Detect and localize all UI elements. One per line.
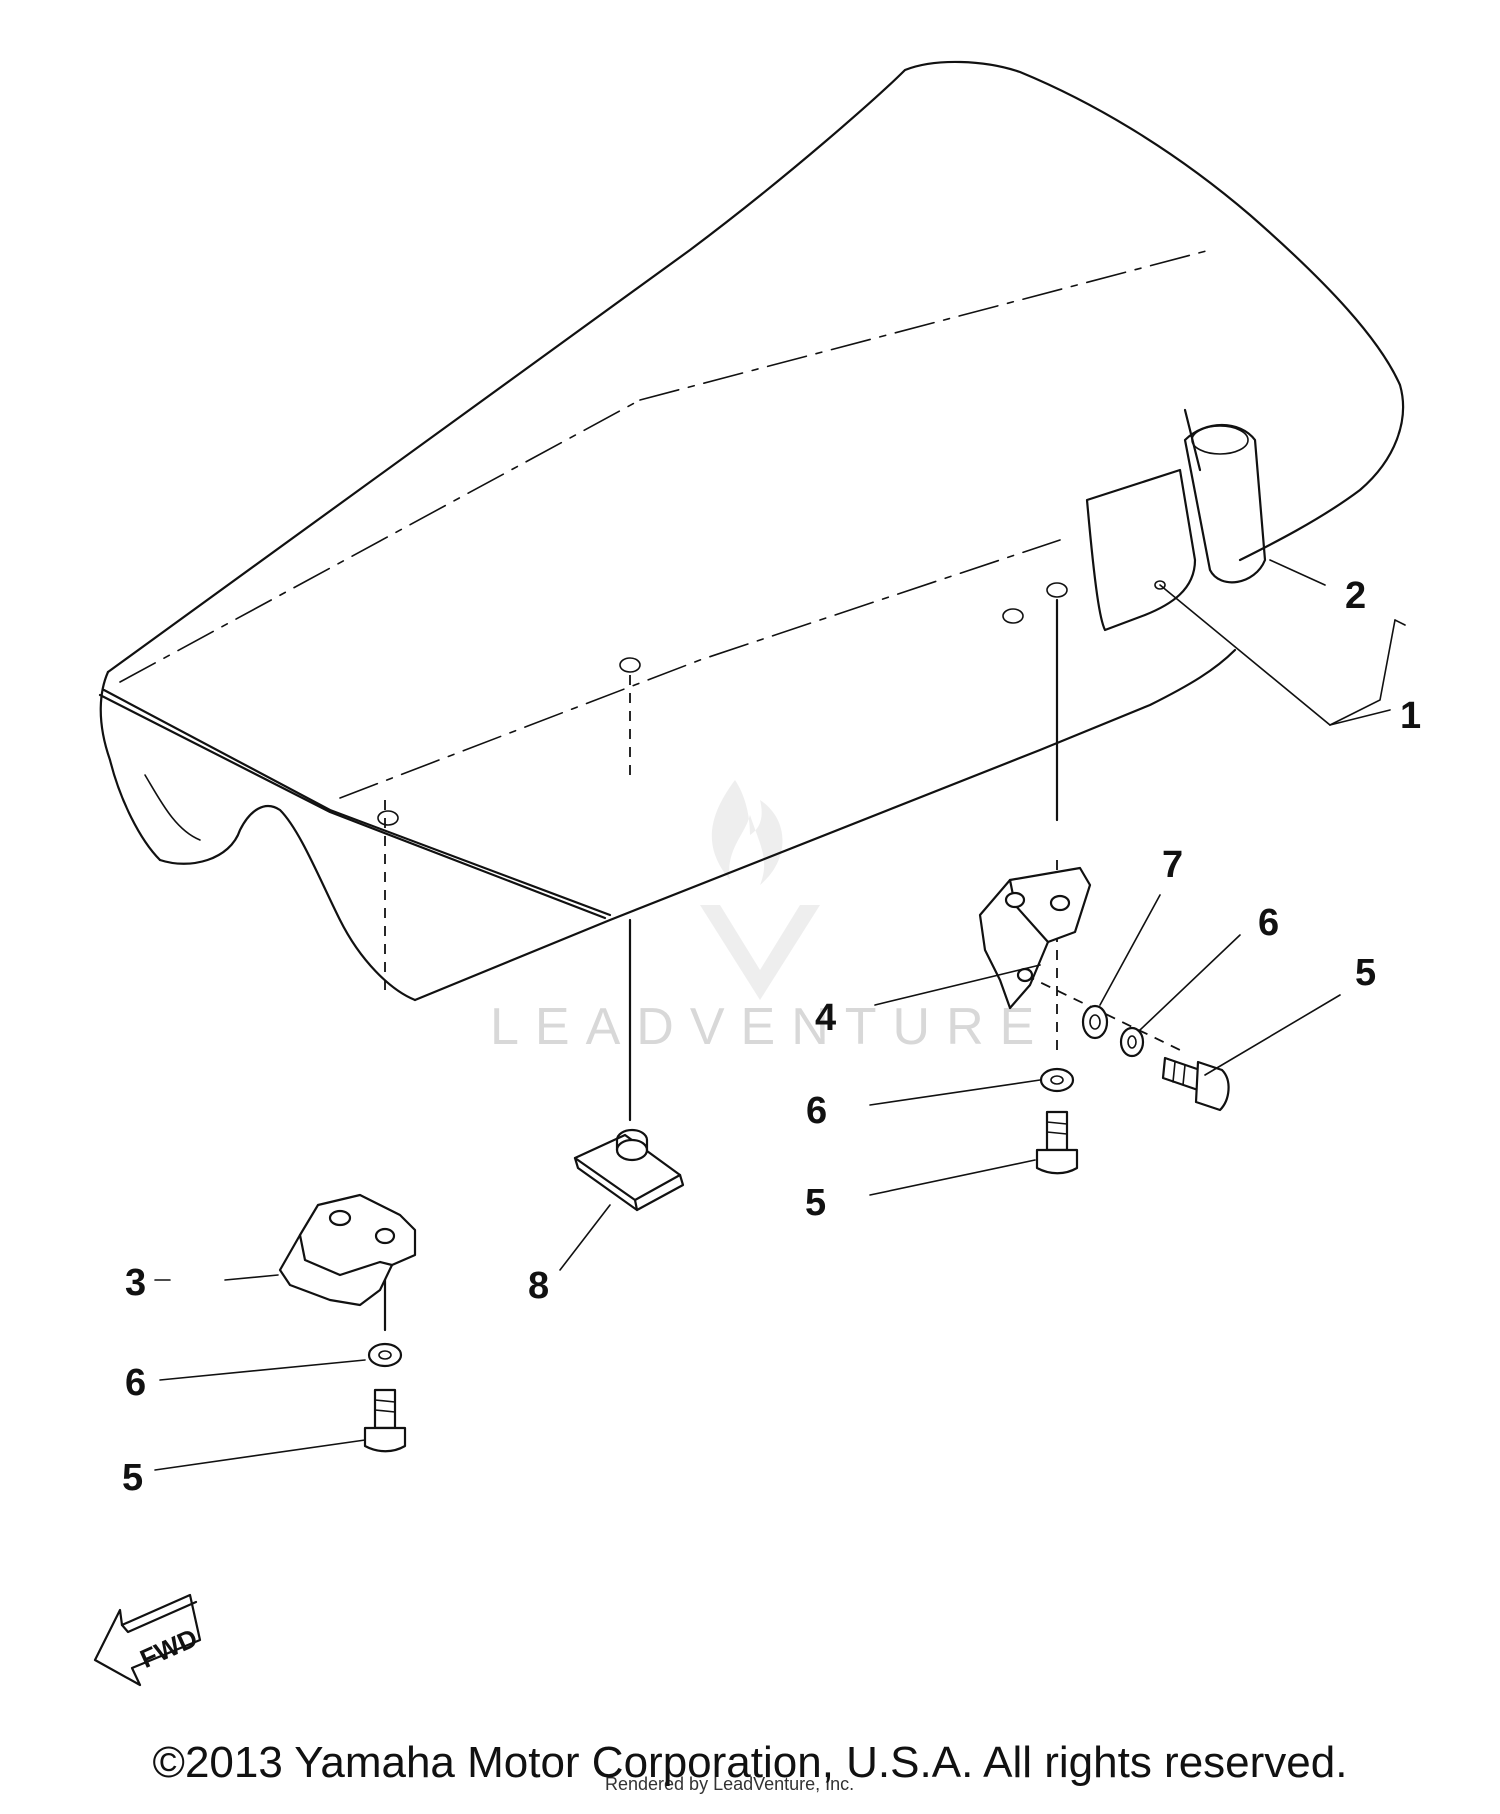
callout-labels: 1 2 3 4 5 5 5 6 6 6 7 8 xyxy=(122,575,1421,1499)
callout-5-bracket-3: 5 xyxy=(122,1457,143,1499)
seat-assembly xyxy=(98,60,1405,1002)
lock-washer-part-6 xyxy=(1119,1026,1145,1058)
callout-7: 7 xyxy=(1162,844,1183,886)
bolt-part-5 xyxy=(1035,1110,1079,1175)
callout-2: 2 xyxy=(1345,575,1366,617)
rear-fasteners xyxy=(1081,1004,1230,1112)
copyright-notice: ©2013 Yamaha Motor Corporation, U.S.A. A… xyxy=(152,1738,1348,1787)
callout-6-bracket-4: 6 xyxy=(806,1090,827,1132)
lock-washer-part-6 xyxy=(1039,1067,1075,1093)
forward-arrow-icon: FWD xyxy=(93,1593,202,1687)
seat-mount-hole xyxy=(619,657,641,673)
callout-5-rear: 5 xyxy=(1355,952,1376,994)
watermark-brand: LEADVENTURE xyxy=(490,998,1050,1056)
bolt-part-5 xyxy=(1161,1056,1230,1112)
watermark-rendered-by: Rendered by LeadVenture, Inc. xyxy=(605,1774,854,1794)
fwd-label: FWD xyxy=(136,1622,202,1673)
callout-8: 8 xyxy=(528,1265,549,1307)
bolt-part-5 xyxy=(363,1388,407,1453)
bracket-3-fasteners xyxy=(363,1342,407,1453)
plate-nut-part-8 xyxy=(573,1128,685,1212)
seat-mount-hole xyxy=(1002,608,1024,624)
callout-1: 1 xyxy=(1400,695,1421,737)
leadventure-watermark: LEADVENTURE xyxy=(490,780,1050,1056)
seat-mount-hole xyxy=(377,810,399,826)
callout-6-rear: 6 xyxy=(1258,902,1279,944)
leader-lines xyxy=(154,559,1406,1471)
washer-part-7 xyxy=(1081,1004,1109,1040)
bracket-part-3 xyxy=(278,1193,417,1307)
callout-4: 4 xyxy=(815,997,836,1039)
seat-mount-hole xyxy=(1046,582,1068,598)
lock-washer-part-6 xyxy=(367,1342,403,1368)
assembly-guide-lines xyxy=(383,598,1181,1332)
leadventure-logo-icon xyxy=(700,780,820,1000)
bracket-4-fasteners xyxy=(1035,1067,1079,1175)
callout-5-bracket-4: 5 xyxy=(805,1182,826,1224)
bracket-part-4 xyxy=(978,866,1092,1010)
callout-3: 3 xyxy=(125,1262,146,1304)
callout-6-bracket-3: 6 xyxy=(125,1362,146,1404)
